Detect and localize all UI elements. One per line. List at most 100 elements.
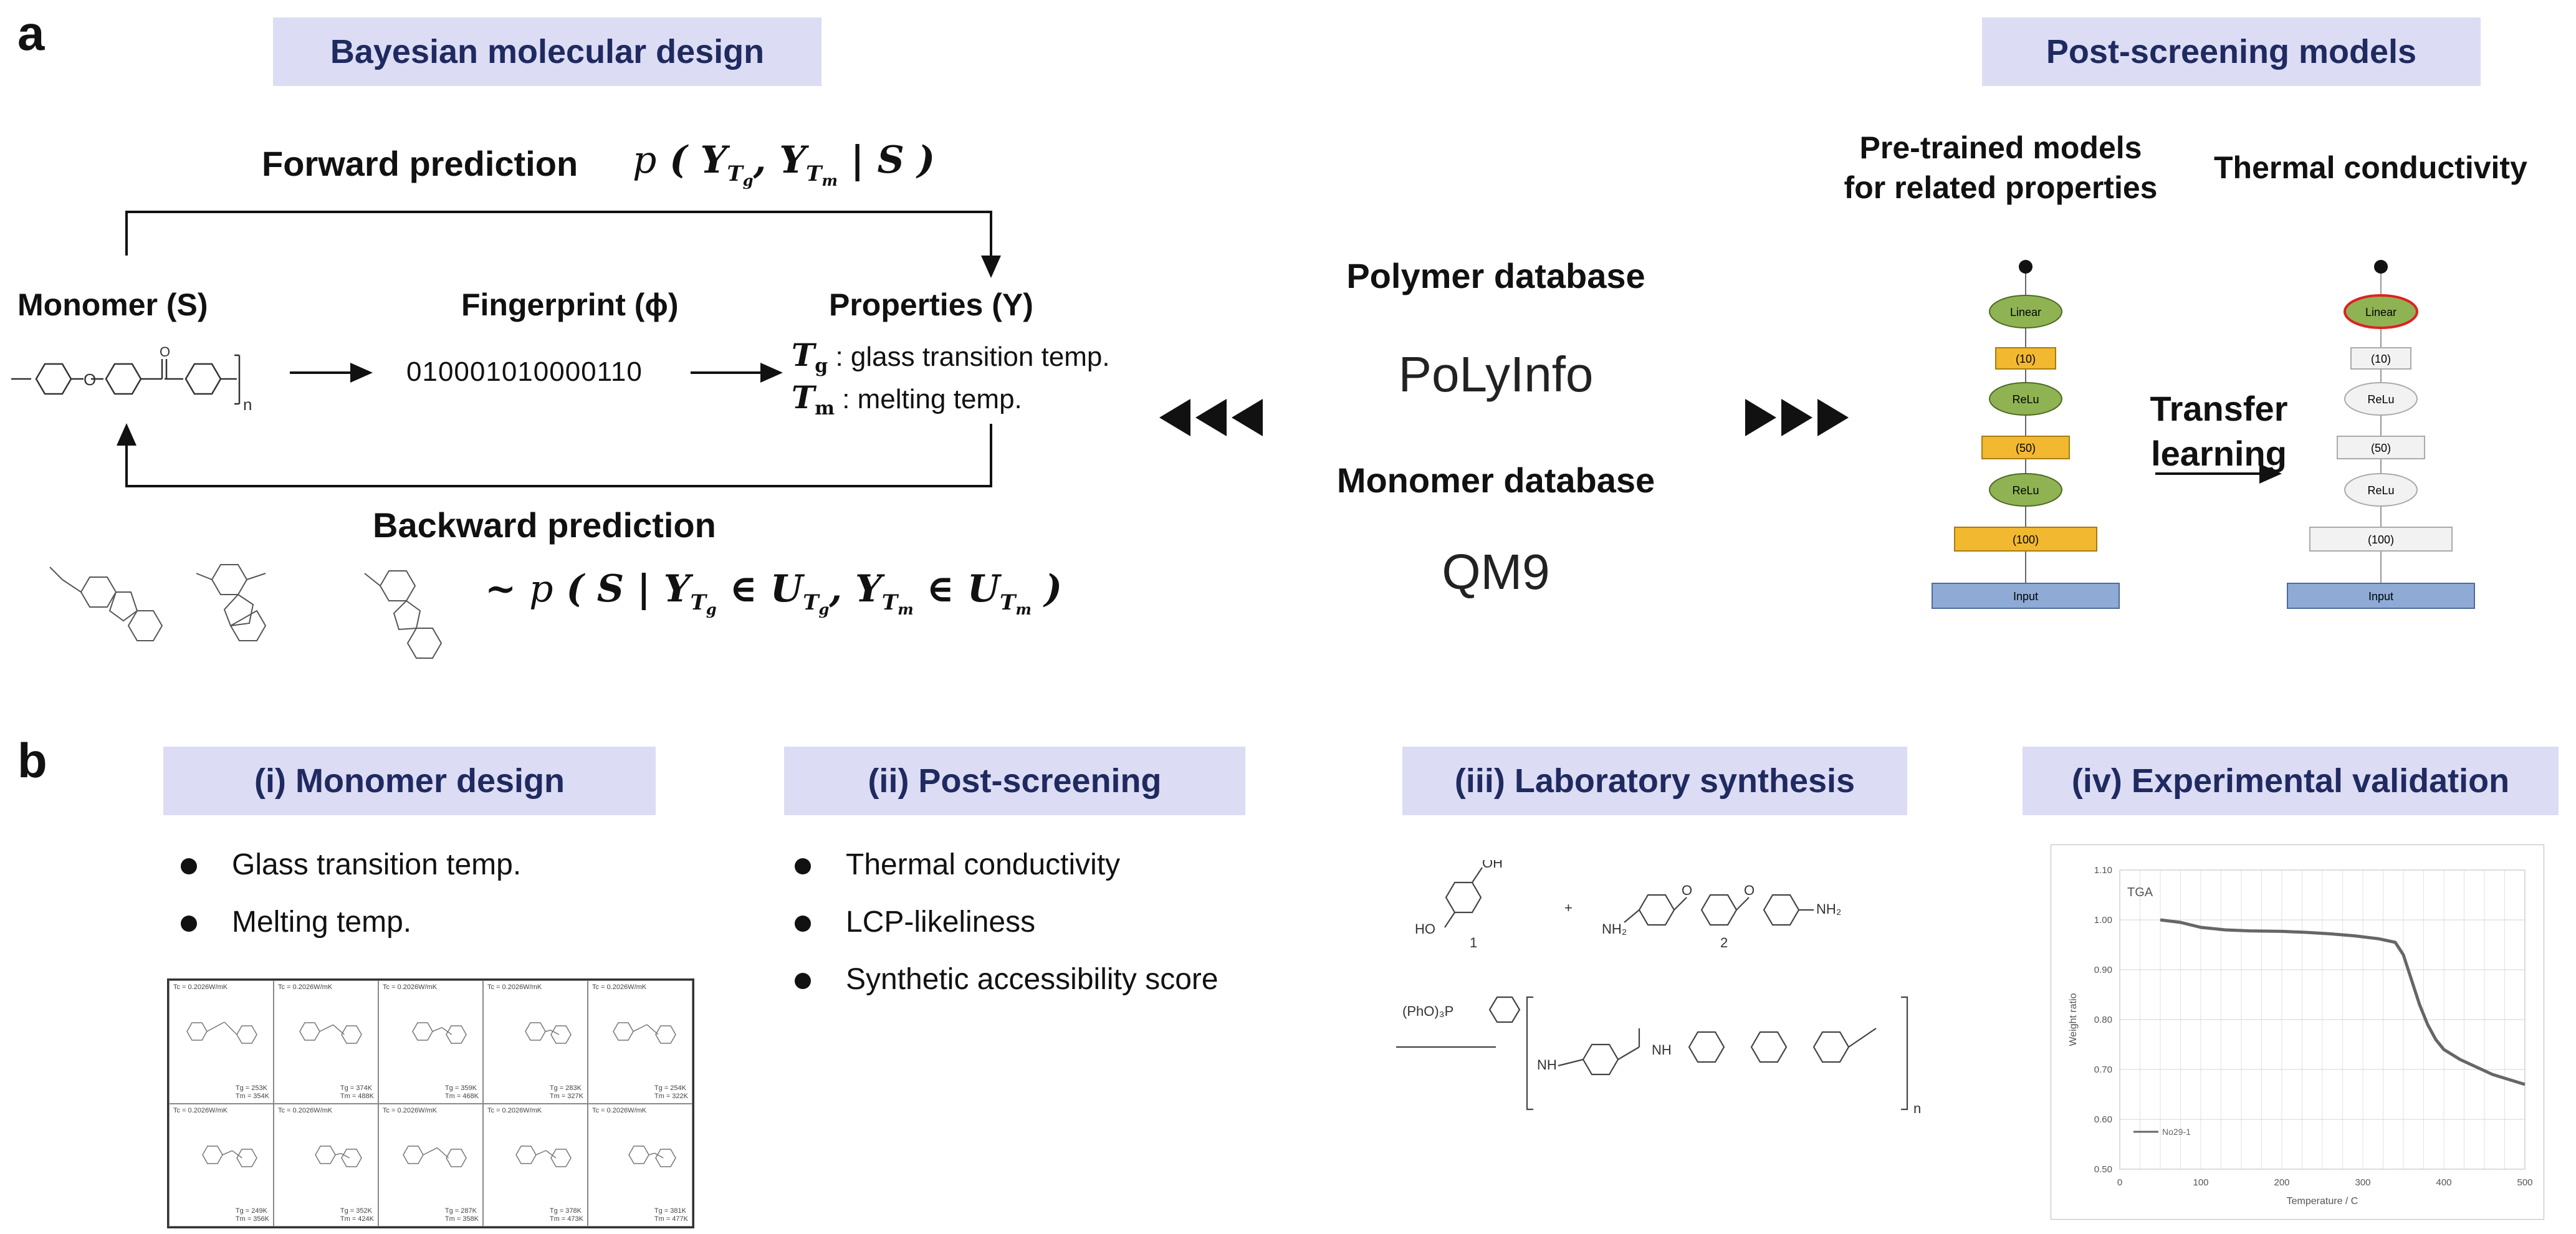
bullet-icon bbox=[795, 916, 811, 932]
cell-header: Tc = 0.2026W/mK bbox=[173, 983, 228, 991]
cell-tg: Tg = 253K bbox=[235, 1084, 267, 1092]
step3-banner: (iii) Laboratory synthesis bbox=[1402, 747, 1907, 815]
cell-tm: Tm = 354K bbox=[235, 1092, 269, 1100]
product-nh-1: NH bbox=[1537, 1057, 1557, 1073]
cell-header: Tc = 0.2026W/mK bbox=[383, 983, 438, 991]
compound-2-label: 2 bbox=[1720, 935, 1728, 950]
cell-tg: Tg = 287K bbox=[444, 1207, 477, 1215]
y-tick-label: 0.90 bbox=[2094, 965, 2112, 975]
bullet-icon bbox=[181, 858, 197, 875]
cell-molecule-sketch bbox=[202, 1145, 257, 1167]
left-triangles-icon bbox=[1159, 399, 1263, 436]
transfer-learning-label: Transfer learning bbox=[2144, 386, 2294, 476]
y-tick-label: 0.80 bbox=[2094, 1015, 2112, 1025]
nn2-layer-input: Input bbox=[2368, 590, 2393, 603]
cell-molecule-sketch bbox=[515, 1145, 572, 1167]
x-tick-label: 500 bbox=[2517, 1177, 2532, 1188]
nn1-layer-100: (100) bbox=[2013, 533, 2039, 546]
monomer-structure: O O n bbox=[11, 344, 252, 414]
x-tick-label: 100 bbox=[2193, 1177, 2208, 1188]
cell-molecule-sketch bbox=[613, 1022, 676, 1044]
cell-molecule-sketch bbox=[412, 1022, 467, 1044]
synth-nh2-left: NH₂ bbox=[1602, 921, 1627, 937]
cell-tm: Tm = 473K bbox=[549, 1215, 583, 1223]
x-axis-label: Temperature / C bbox=[2287, 1196, 2358, 1207]
tg-definition: Tg : glass transition temp. bbox=[792, 337, 1110, 377]
properties-label: Properties (Y) bbox=[829, 287, 1033, 322]
nn1-layer-input: Input bbox=[2013, 590, 2038, 603]
backward-prediction-label: Backward prediction bbox=[373, 505, 716, 545]
series-line-no29-1 bbox=[2160, 918, 2526, 1086]
y-axis-label: Weight ratio bbox=[2068, 993, 2079, 1046]
pretrained-label-line-1: Pre-trained models bbox=[1859, 130, 2142, 165]
backward-prediction-formula: ~ p ( S | YTg ∈ UTg, YTm ∈ UTm ) bbox=[485, 567, 1063, 618]
pretrained-label: Pre-trained models for related propertie… bbox=[1826, 128, 2175, 208]
pretrained-label-line-2: for related properties bbox=[1844, 170, 2158, 205]
cell-header: Tc = 0.2026W/mK bbox=[383, 1106, 438, 1114]
tg-description: : glass transition temp. bbox=[835, 342, 1110, 372]
nn2-layer-linear: Linear bbox=[2365, 306, 2396, 318]
y-tick-label: 0.60 bbox=[2094, 1114, 2112, 1125]
synth-plus: + bbox=[1564, 900, 1573, 916]
transfer-learning-line-2: learning bbox=[2151, 434, 2287, 473]
cell-tm: Tm = 424K bbox=[340, 1215, 374, 1223]
cell-header: Tc = 0.2026W/mK bbox=[592, 1106, 647, 1114]
cell-tg: Tg = 283K bbox=[549, 1084, 582, 1092]
cell-tg: Tg = 249K bbox=[235, 1207, 267, 1215]
cell-header: Tc = 0.2026W/mK bbox=[592, 983, 647, 991]
candidate-molecules bbox=[49, 564, 443, 659]
ether-oxygen: O bbox=[84, 370, 96, 389]
forward-arrow bbox=[125, 211, 1001, 278]
nn1-layer-relu-1: ReLu bbox=[2012, 393, 2039, 406]
product-n: n bbox=[1913, 1101, 1921, 1116]
backward-arrow bbox=[117, 423, 992, 487]
forward-prediction-formula: p ( YTg, YTm | S ) bbox=[633, 138, 936, 189]
nn2-layer-10: (10) bbox=[2371, 353, 2391, 365]
tm-definition: Tm : melting temp. bbox=[792, 379, 1022, 419]
step1-banner: (i) Monomer design bbox=[163, 747, 656, 815]
cell-tm: Tm = 322K bbox=[654, 1092, 688, 1100]
compound-1-label: 1 bbox=[1470, 935, 1477, 950]
nn2-layer-100: (100) bbox=[2368, 533, 2394, 546]
thermal-conductivity-label: Thermal conductivity bbox=[2214, 150, 2527, 185]
bullet-icon bbox=[795, 973, 811, 990]
post-screening-banner: Post-screening models bbox=[1982, 17, 2481, 86]
cell-header: Tc = 0.2026W/mK bbox=[278, 1106, 333, 1114]
polymer-db-label: Polymer database bbox=[1346, 256, 1645, 295]
step1-item-tm: Melting temp. bbox=[181, 905, 411, 939]
cell-tm: Tm = 327K bbox=[549, 1092, 583, 1100]
cell-tg: Tg = 352K bbox=[340, 1207, 372, 1215]
nn1-layer-50: (50) bbox=[2016, 442, 2036, 454]
nn2-layer-50: (50) bbox=[2371, 442, 2391, 454]
cell-tg: Tg = 378K bbox=[549, 1207, 582, 1215]
y-tick-label: 0.50 bbox=[2094, 1164, 2112, 1175]
nn1-layer-10: (10) bbox=[2016, 353, 2036, 365]
cell-tm: Tm = 358K bbox=[444, 1215, 479, 1223]
step4-banner: (iv) Experimental validation bbox=[2023, 747, 2559, 815]
cell-molecule-sketch bbox=[628, 1145, 676, 1167]
synth-oh: OH bbox=[1482, 860, 1503, 871]
panel-label-b: b bbox=[17, 733, 47, 788]
x-tick-label: 200 bbox=[2274, 1177, 2289, 1188]
fingerprint-value: 010001010000110 bbox=[406, 356, 643, 387]
right-triangles-icon bbox=[1745, 399, 1849, 436]
y-tick-label: 1.10 bbox=[2094, 865, 2112, 876]
cell-tm: Tm = 477K bbox=[654, 1215, 688, 1223]
cell-tm: Tm = 468K bbox=[444, 1092, 479, 1100]
carbonyl-oxygen: O bbox=[160, 344, 170, 360]
step2-item-lcp: LCP-likeliness bbox=[795, 905, 1035, 939]
